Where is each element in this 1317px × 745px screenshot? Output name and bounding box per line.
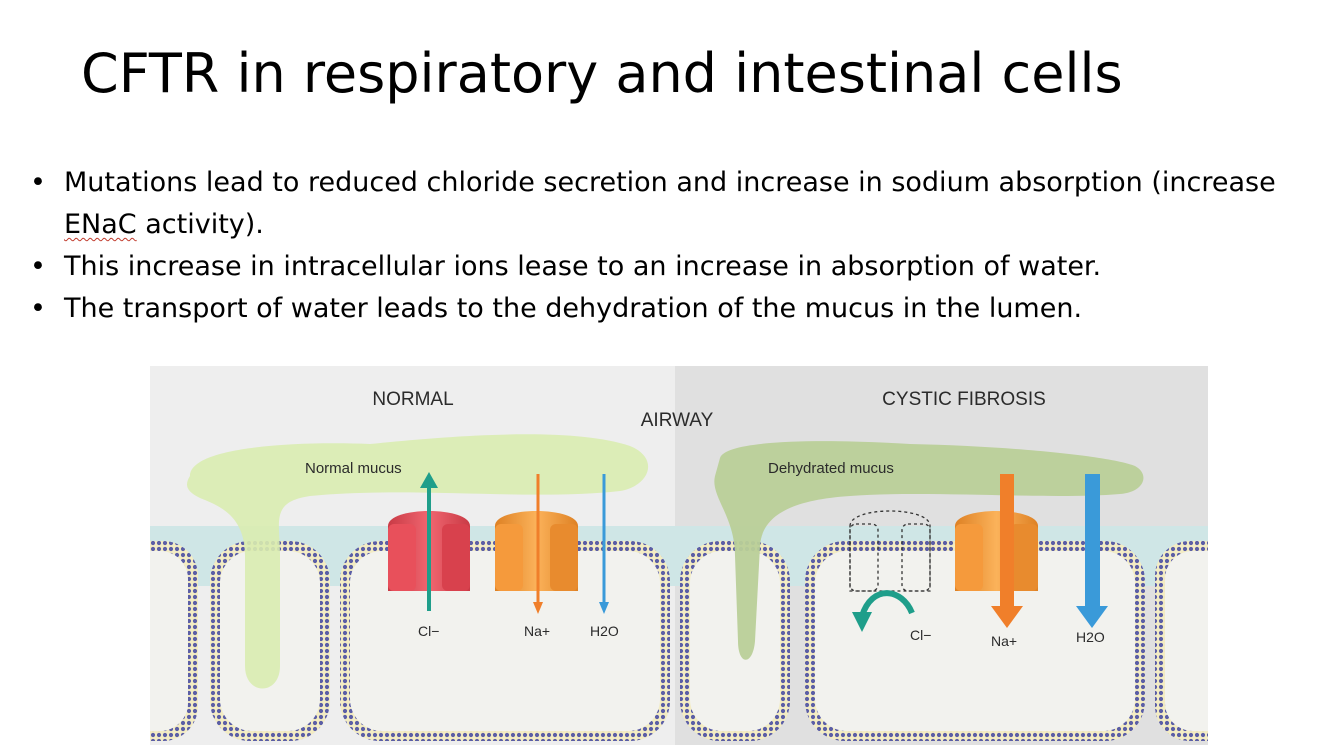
na-label: Na+ — [524, 623, 550, 639]
bullet-text: Mutations lead to reduced chloride secre… — [64, 167, 1276, 198]
cl-arrow-up — [420, 472, 438, 611]
bullet-dot: • — [30, 167, 46, 198]
cl-label: Cl− — [418, 623, 439, 639]
cf-heading: CYSTIC FIBROSIS — [882, 389, 1046, 410]
normal-heading: NORMAL — [372, 389, 453, 410]
na-arrow-thick — [991, 474, 1023, 628]
cl-recycle-arrow — [852, 590, 915, 632]
h2o-label: H2O — [590, 623, 619, 639]
bullet-item: • The transport of water leads to the deh… — [30, 288, 1290, 330]
dehydrated-mucus-label: Dehydrated mucus — [768, 460, 894, 477]
bullet-dot: • — [30, 293, 46, 324]
bullet-text: This increase in intracellular ions leas… — [64, 251, 1102, 282]
cf-h2o-label: H2O — [1076, 629, 1105, 645]
dehydrated-mucus — [714, 441, 1144, 660]
slide-title: CFTR in respiratory and intestinal cells — [81, 42, 1123, 105]
cf-cl-label: Cl− — [910, 627, 931, 643]
bullet-dot: • — [30, 251, 46, 282]
h2o-arrow-down — [599, 474, 609, 614]
cftr-diagram: NORMAL AIRWAY CYSTIC FIBROSIS Normal muc… — [150, 366, 1208, 745]
na-arrow-down — [533, 474, 543, 614]
airway-label: AIRWAY — [641, 410, 714, 431]
normal-mucus — [187, 434, 649, 689]
missing-cftr-outline — [849, 510, 931, 592]
cf-na-label: Na+ — [991, 633, 1017, 649]
enac-term: ENaC — [64, 209, 137, 240]
normal-mucus-label: Normal mucus — [305, 460, 402, 477]
bullet-list: • Mutations lead to reduced chloride secr… — [30, 162, 1290, 330]
bullet-text-end: activity). — [136, 209, 264, 240]
bullet-item: • This increase in intracellular ions lea… — [30, 246, 1290, 288]
bullet-text: The transport of water leads to the dehy… — [64, 293, 1083, 324]
bullet-item: • Mutations lead to reduced chloride secr… — [30, 162, 1290, 246]
h2o-arrow-thick — [1076, 474, 1108, 628]
enac-channel-cf — [955, 511, 1038, 591]
